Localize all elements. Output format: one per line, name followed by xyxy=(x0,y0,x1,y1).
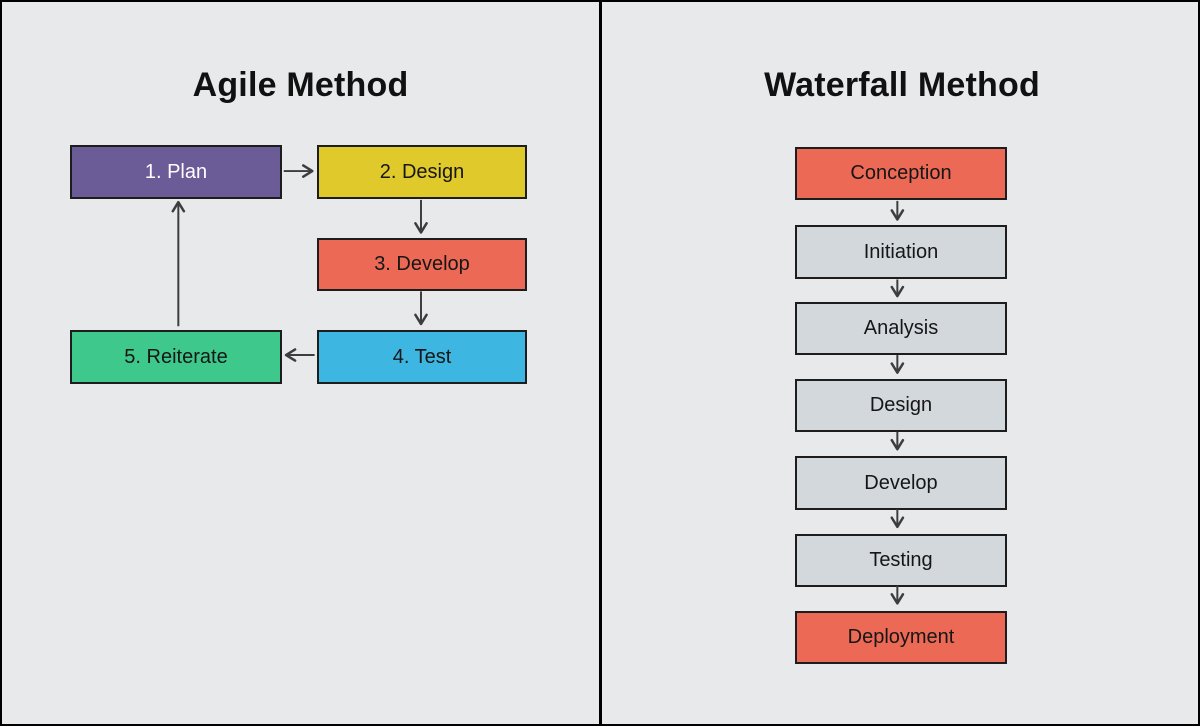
agile-step-plan: 1. Plan xyxy=(70,145,282,199)
agile-step-reiterate: 5. Reiterate xyxy=(70,330,282,384)
agile-title: Agile Method xyxy=(192,66,409,104)
waterfall-step-analysis: Analysis xyxy=(795,302,1007,355)
waterfall-step-design: Design xyxy=(795,379,1007,432)
waterfall-step-initiation: Initiation xyxy=(795,225,1007,279)
agile-step-design: 2. Design xyxy=(317,145,527,199)
waterfall-step-develop: Develop xyxy=(795,456,1007,510)
agile-step-develop: 3. Develop xyxy=(317,238,527,291)
agile-step-test: 4. Test xyxy=(317,330,527,384)
waterfall-step-testing: Testing xyxy=(795,534,1007,587)
panel-divider xyxy=(599,2,602,724)
waterfall-step-deployment: Deployment xyxy=(795,611,1007,664)
waterfall-title: Waterfall Method xyxy=(764,66,1040,104)
waterfall-step-conception: Conception xyxy=(795,147,1007,200)
